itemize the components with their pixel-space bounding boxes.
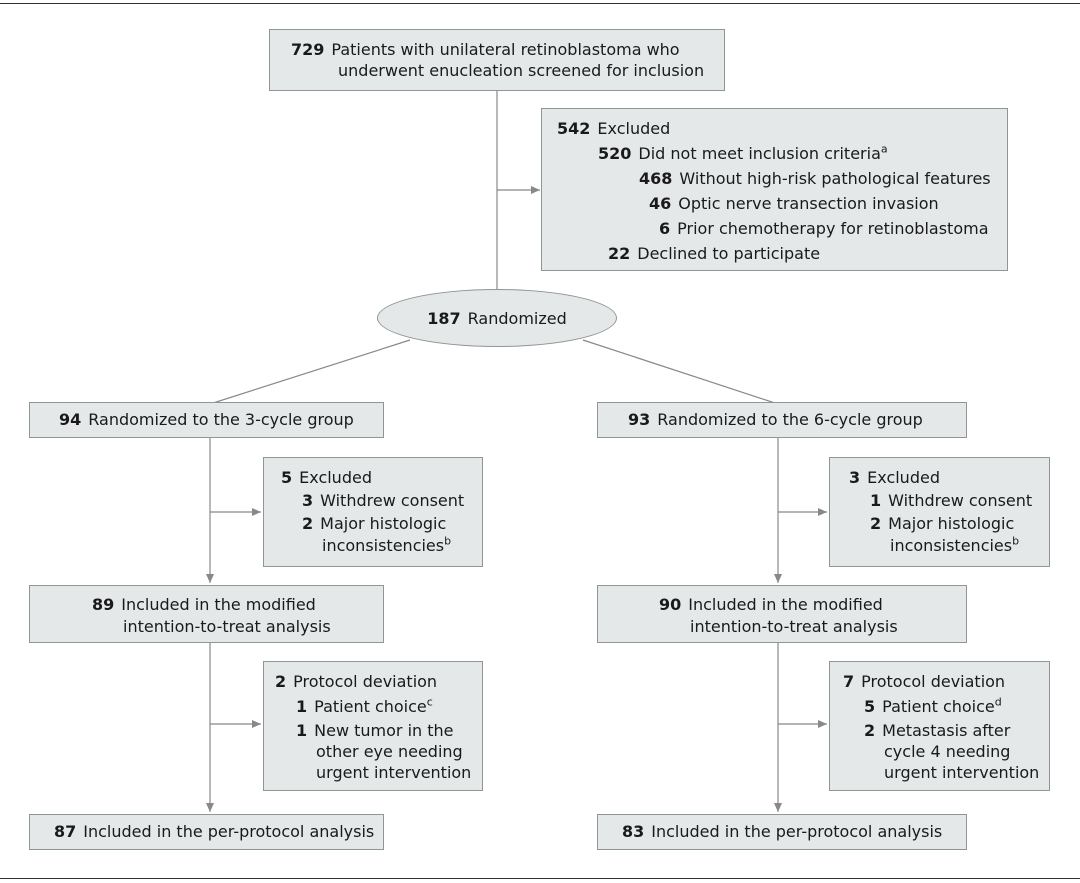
left-tumor-count: 1 — [296, 721, 308, 740]
screened-count: 729 — [291, 40, 325, 59]
left-excluded-label: Excluded — [299, 468, 372, 487]
right-histologic-label: Major histologic — [888, 514, 1015, 533]
right-choice-label: Patient choice — [882, 697, 995, 716]
left-group-box: 94 Randomized to the 3-cycle group — [29, 402, 384, 438]
right-withdrew-label: Withdrew consent — [888, 491, 1033, 510]
excluded-main-box: 542 Excluded 520 Did not meet inclusion cr… — [541, 108, 1008, 271]
left-mitt-count: 89 — [92, 595, 115, 614]
right-excluded-count: 3 — [849, 468, 861, 487]
randomized-count: 187 — [427, 308, 461, 328]
right-metastasis-count: 2 — [864, 721, 876, 740]
right-group-label: Randomized to the 6-cycle group — [657, 410, 923, 429]
right-deviation-box: 7 Protocol deviation 5 Patient choiced 2 Me… — [829, 661, 1050, 791]
right-metastasis-label: Metastasis after — [882, 721, 1011, 740]
criteria-count: 520 — [598, 144, 632, 163]
left-excluded-count: 5 — [281, 468, 293, 487]
prior-chemo-count: 6 — [659, 219, 671, 238]
right-group-box: 93 Randomized to the 6-cycle group — [597, 402, 967, 438]
right-group-count: 93 — [628, 410, 651, 429]
left-deviation-label: Protocol deviation — [293, 672, 438, 691]
top-rule — [0, 3, 1080, 4]
screened-box: 729 Patients with unilateral retinoblasto… — [269, 29, 725, 91]
randomized-label: Randomized — [467, 308, 567, 328]
high-risk-label: Without high-risk pathological features — [679, 169, 991, 188]
criteria-footnote: a — [880, 142, 888, 156]
left-histologic-count: 2 — [302, 514, 314, 533]
right-pp-count: 83 — [622, 822, 645, 841]
right-mitt-box: 90 Included in the modified intention-to-… — [597, 585, 967, 643]
left-pp-count: 87 — [54, 822, 77, 841]
randomized-oval: 187 Randomized — [377, 289, 617, 347]
left-tumor-label-2: other eye needing — [316, 742, 463, 761]
right-mitt-count: 90 — [659, 595, 682, 614]
left-pp-box: 87 Included in the per-protocol analysis — [29, 814, 384, 850]
right-histologic-count: 2 — [870, 514, 882, 533]
optic-nerve-count: 46 — [649, 194, 672, 213]
right-mitt-label: Included in the modified — [688, 595, 883, 614]
prior-chemo-label: Prior chemotherapy for retinoblastoma — [677, 219, 989, 238]
right-histologic-label-2: inconsistencies — [890, 536, 1013, 555]
left-excluded-box: 5 Excluded 3 Withdrew consent 2 Major histo… — [263, 457, 483, 567]
left-choice-footnote: c — [426, 695, 433, 709]
left-withdrew-label: Withdrew consent — [320, 491, 465, 510]
declined-label: Declined to participate — [637, 244, 821, 263]
declined-count: 22 — [608, 244, 631, 263]
left-choice-label: Patient choice — [314, 697, 427, 716]
left-mitt-label-2: intention-to-treat analysis — [123, 617, 331, 636]
left-group-label: Randomized to the 3-cycle group — [88, 410, 354, 429]
right-metastasis-label-3: urgent intervention — [884, 763, 1040, 782]
right-deviation-count: 7 — [843, 672, 855, 691]
bottom-rule — [0, 878, 1080, 879]
right-pp-label: Included in the per-protocol analysis — [651, 822, 943, 841]
right-choice-footnote: d — [994, 695, 1002, 709]
right-deviation-label: Protocol deviation — [861, 672, 1006, 691]
left-histologic-footnote: b — [444, 534, 452, 548]
right-excluded-box: 3 Excluded 1 Withdrew consent 2 Major histo… — [829, 457, 1050, 567]
right-metastasis-label-2: cycle 4 needing — [884, 742, 1011, 761]
excluded-label: Excluded — [597, 119, 671, 138]
left-mitt-box: 89 Included in the modified intention-to-… — [29, 585, 384, 643]
excluded-count: 542 — [557, 119, 591, 138]
left-pp-label: Included in the per-protocol analysis — [83, 822, 375, 841]
left-tumor-label: New tumor in the — [314, 721, 454, 740]
right-pp-box: 83 Included in the per-protocol analysis — [597, 814, 967, 850]
left-histologic-label: Major histologic — [320, 514, 447, 533]
screened-label: Patients with unilateral retinoblastoma … — [331, 40, 680, 59]
left-group-count: 94 — [59, 410, 82, 429]
right-withdrew-count: 1 — [870, 491, 882, 510]
left-choice-count: 1 — [296, 697, 308, 716]
optic-nerve-label: Optic nerve transection invasion — [678, 194, 939, 213]
high-risk-count: 468 — [639, 169, 673, 188]
connector-randomized-to-left — [209, 339, 411, 405]
left-histologic-label-2: inconsistencies — [322, 536, 445, 555]
screened-label-2: underwent enucleation screened for inclu… — [338, 61, 705, 80]
right-excluded-label: Excluded — [867, 468, 940, 487]
right-mitt-label-2: intention-to-treat analysis — [690, 617, 898, 636]
left-tumor-label-3: urgent intervention — [316, 763, 472, 782]
right-histologic-footnote: b — [1012, 534, 1020, 548]
connector-randomized-to-right — [582, 339, 779, 405]
left-mitt-label: Included in the modified — [121, 595, 316, 614]
left-deviation-count: 2 — [275, 672, 287, 691]
right-choice-count: 5 — [864, 697, 876, 716]
left-withdrew-count: 3 — [302, 491, 314, 510]
criteria-label: Did not meet inclusion criteria — [638, 144, 881, 163]
